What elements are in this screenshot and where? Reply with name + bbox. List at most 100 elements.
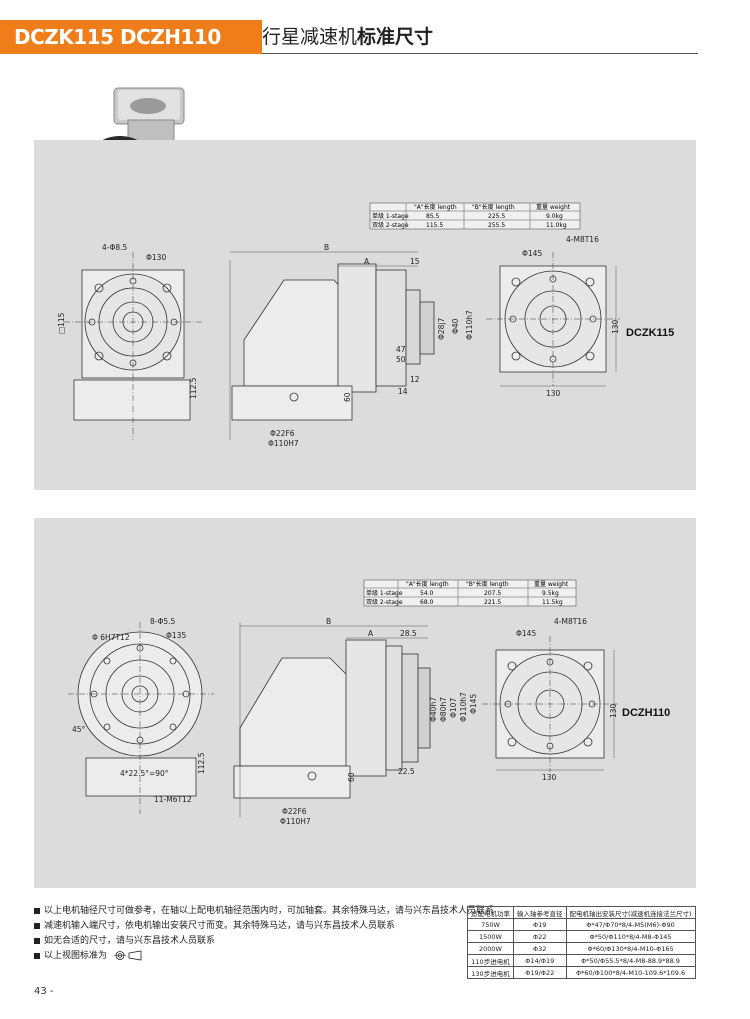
dim-40: Φ40 bbox=[451, 318, 460, 334]
bullet-square-icon bbox=[34, 938, 40, 944]
bullet-square-icon bbox=[34, 923, 40, 929]
mass-header-weight: 重量 weight bbox=[534, 580, 569, 588]
mass-row2-label: 双级 2-stage bbox=[372, 221, 409, 229]
mass-row1-weight: 9.5kg bbox=[542, 590, 559, 597]
dim-tapped: 11-M6T12 bbox=[154, 795, 192, 804]
note-item: 以上视图标准为 bbox=[34, 949, 464, 964]
mass-header-b: "B"长度 length bbox=[472, 203, 515, 211]
mass-row1-b: 225.5 bbox=[488, 213, 505, 220]
dim-14: 14 bbox=[398, 387, 408, 396]
mass-row1-label: 单级 1-stage bbox=[372, 212, 409, 220]
projection-symbol-icon bbox=[113, 950, 142, 961]
dim-bolt-circle: Φ130 bbox=[146, 253, 166, 262]
table-cell: 750W bbox=[467, 918, 514, 931]
table-cell: Φ32 bbox=[513, 942, 567, 955]
notes-list: 以上电机轴径尺寸可做参考，在轴以上配电机轴径范围内时，可加轴套。其余特殊马达，请… bbox=[34, 904, 494, 964]
dim-pin: Φ 6H7T12 bbox=[92, 633, 130, 642]
dim-40h7: Φ40h7 bbox=[429, 697, 438, 722]
table-header: 输入轴参考直径 bbox=[513, 906, 567, 919]
mass-row2-b: 255.5 bbox=[488, 222, 505, 229]
dim-right-h: 130 bbox=[609, 703, 618, 718]
flange-view-right bbox=[482, 636, 618, 772]
dim-110H7: Φ110H7 bbox=[268, 439, 299, 448]
mass-row2-a: 68.0 bbox=[420, 599, 434, 606]
note-text: 以上电机轴径尺寸可做参考，在轴以上配电机轴径范围内时，可加轴套。其余特殊马达，请… bbox=[44, 906, 495, 916]
dim-110h7: Φ110h7 bbox=[465, 310, 474, 340]
mass-row1-label: 单级 1-stage bbox=[366, 589, 403, 597]
table-row: 适配电机功率 输入轴参考直径 配电机轴出安装尺寸(减速机连接法兰尺寸) bbox=[467, 906, 696, 919]
dim-A: A bbox=[368, 629, 374, 638]
dim-right-pcd: Φ145 bbox=[522, 249, 542, 258]
dim-110H7: Φ110H7 bbox=[280, 817, 311, 826]
mass-row2-label: 双级 2-stage bbox=[366, 598, 403, 606]
dim-22-5: 22.5 bbox=[398, 767, 415, 776]
dim-B: B bbox=[326, 617, 331, 626]
dim-holes: 8-Φ5.5 bbox=[150, 617, 176, 626]
dim-A: A bbox=[364, 257, 370, 266]
bullet-square-icon bbox=[34, 908, 40, 914]
table-header: 配电机轴出安装尺寸(减速机连接法兰尺寸) bbox=[565, 906, 696, 919]
note-item: 以上电机轴径尺寸可做参考，在轴以上配电机轴径范围内时，可加轴套。其余特殊马达，请… bbox=[34, 904, 494, 919]
mass-table: "A"长度 length "B"长度 length 重量 weight 单级 1… bbox=[363, 579, 577, 607]
dim-22F6: Φ22F6 bbox=[282, 807, 307, 816]
dim-12: 12 bbox=[410, 375, 420, 384]
dim-107: Φ107 bbox=[449, 698, 458, 718]
dim-110h7: Φ110h7 bbox=[459, 692, 468, 722]
side-view-middle bbox=[233, 622, 431, 818]
mass-row2-b: 221.5 bbox=[484, 599, 501, 606]
model-label-dczh110: DCZH110 bbox=[622, 707, 670, 719]
note-text: 减速机输入端尺寸，依电机输出安装尺寸而变。其余特殊马达，请与兴东昌技术人员联系 bbox=[44, 921, 396, 931]
mass-header-a: "A"长度 length bbox=[414, 203, 457, 211]
mass-row1-a: 85.5 bbox=[426, 213, 440, 220]
front-view-left bbox=[64, 252, 204, 440]
dim-angle: 45° bbox=[72, 725, 86, 734]
table-row: 110步进电机 Φ14/Φ19 Φ*50/Φ55.5*8/4-M8-88.9*8… bbox=[467, 954, 696, 967]
motor-spec-table: 适配电机功率 输入轴参考直径 配电机轴出安装尺寸(减速机连接法兰尺寸) 750W… bbox=[467, 906, 696, 979]
dim-bolt-circle: Φ135 bbox=[166, 631, 186, 640]
mass-row2-a: 115.5 bbox=[426, 222, 443, 229]
front-view-left bbox=[68, 622, 214, 814]
table-cell: 110步进电机 bbox=[467, 954, 514, 967]
table-row: 2000W Φ32 Φ*60/Φ130*8/4-M10-Φ165 bbox=[467, 942, 696, 955]
dim-right-holes: 4-M8T16 bbox=[566, 235, 599, 244]
dim-B: B bbox=[324, 243, 329, 252]
mass-row2-weight: 11.5kg bbox=[542, 599, 563, 606]
dim-right-w: 130 bbox=[542, 773, 557, 782]
title-part1: 行星减速机 bbox=[262, 26, 358, 48]
dim-60: 60 bbox=[347, 772, 356, 782]
drawing-panel-dczk115: "A"长度 length "B"长度 length 重量 weight 单级 1… bbox=[34, 140, 696, 490]
table-cell: Φ22 bbox=[513, 930, 567, 943]
mass-header-b: "B"长度 length bbox=[466, 580, 509, 588]
note-item: 如无合适的尺寸，请与兴东昌技术人员联系 bbox=[34, 934, 464, 949]
dim-right-w: 130 bbox=[546, 389, 561, 398]
table-cell: Φ*50/Φ110*8/4-M8-Φ145 bbox=[565, 930, 696, 943]
table-cell: 1500W bbox=[467, 930, 514, 943]
bullet-square-icon bbox=[34, 953, 40, 959]
model-codes: DCZK115 DCZH110 bbox=[14, 25, 221, 49]
dim-47: 47 bbox=[396, 345, 406, 354]
page-number: 43 - bbox=[34, 986, 54, 997]
mass-row1-a: 54.0 bbox=[420, 590, 434, 597]
dim-145: Φ145 bbox=[469, 694, 478, 714]
mass-table: "A"长度 length "B"长度 length 重量 weight 单级 1… bbox=[369, 202, 581, 230]
title-part2: 标准尺寸 bbox=[357, 26, 434, 48]
table-header: 适配电机功率 bbox=[467, 906, 514, 919]
flange-view-right bbox=[486, 252, 620, 387]
page-title: 行星减速机标准尺寸 bbox=[262, 22, 433, 52]
table-cell: Φ14/Φ19 bbox=[513, 954, 567, 967]
drawing-panel-dczh110: "A"长度 length "B"长度 length 重量 weight 单级 1… bbox=[34, 518, 696, 888]
dim-50: 50 bbox=[396, 355, 406, 364]
model-label-dczk115: DCZK115 bbox=[626, 327, 674, 339]
mass-header-weight: 重量 weight bbox=[536, 203, 571, 211]
dim-right-h: 130 bbox=[611, 319, 620, 334]
dim-holes: 4-Φ8.5 bbox=[102, 243, 128, 252]
dim-15: 15 bbox=[410, 257, 420, 266]
dim-80h7: Φ80h7 bbox=[439, 697, 448, 722]
dim-angle2: 4*22.5°=90° bbox=[120, 769, 169, 778]
note-text: 如无合适的尺寸，请与兴东昌技术人员联系 bbox=[44, 936, 216, 946]
dim-22F6: Φ22F6 bbox=[270, 429, 295, 438]
side-view-middle bbox=[229, 251, 435, 440]
page-number-value: 43 bbox=[34, 986, 47, 997]
mass-row1-b: 207.5 bbox=[484, 590, 501, 597]
table-row: 130步进电机 Φ19/Φ22 Φ*60/Φ100*8/4-M10-109.6*… bbox=[467, 966, 696, 979]
